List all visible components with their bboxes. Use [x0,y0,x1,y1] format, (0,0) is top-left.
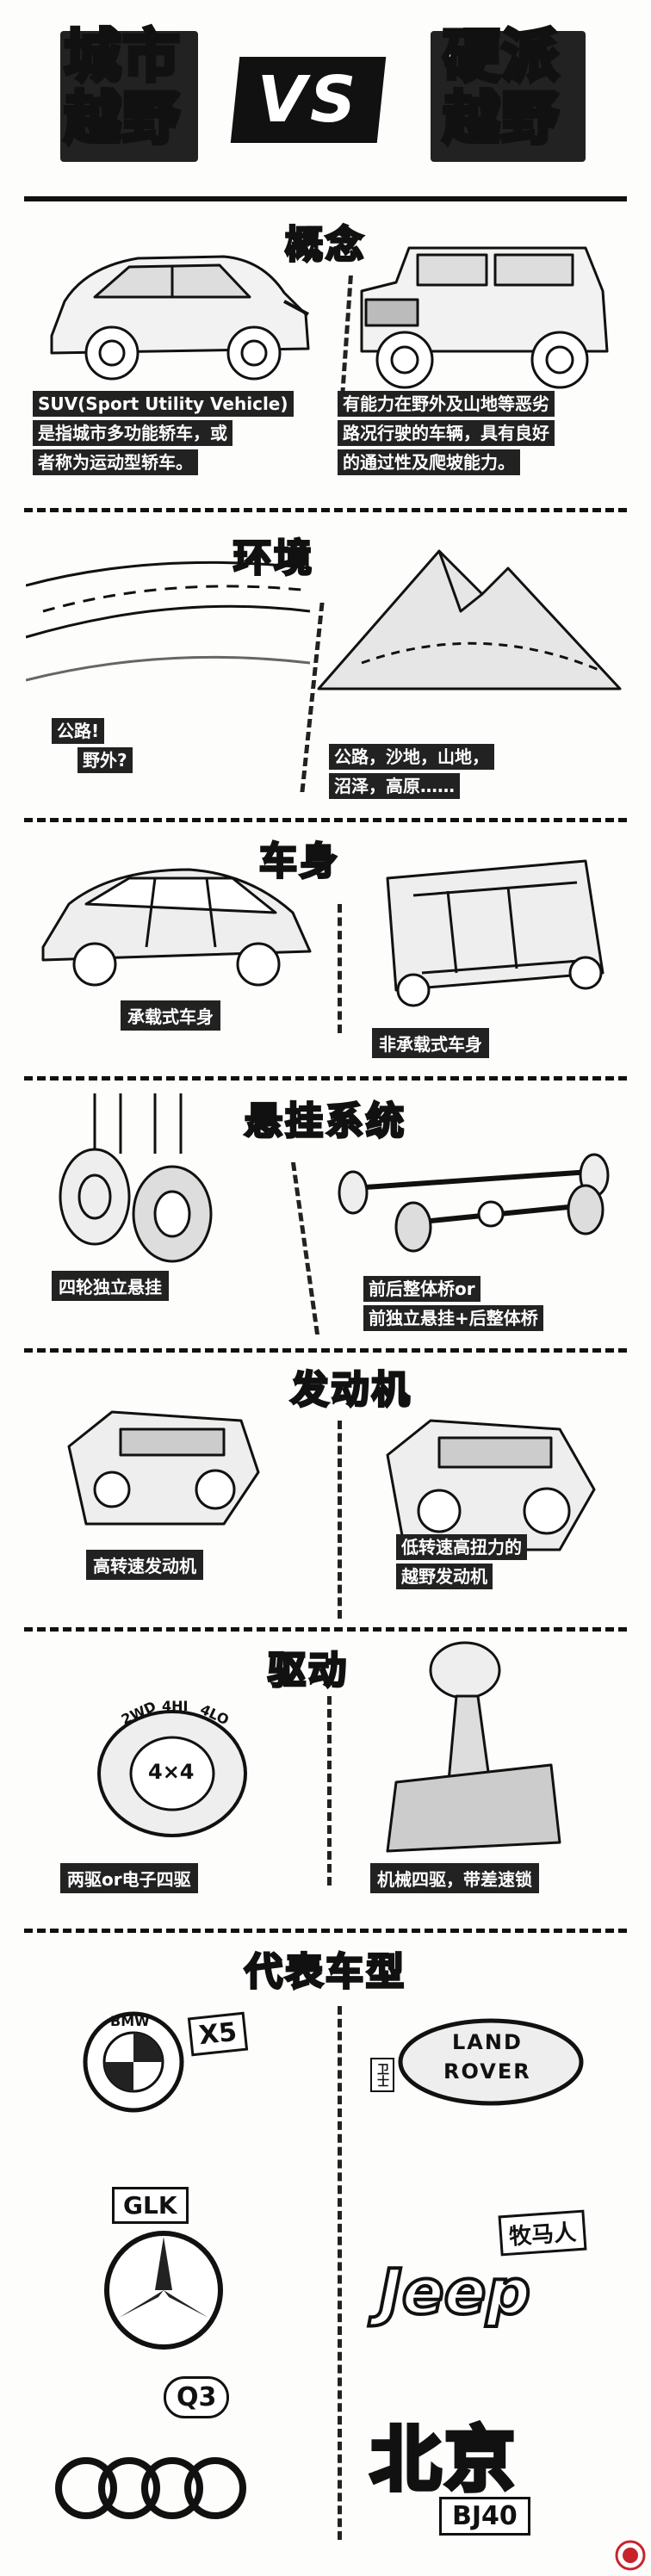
environment-left-line1: 公路! [52,718,105,744]
suspension-center-dash [290,1162,320,1334]
bmw-logo-text: BMW [110,2013,150,2029]
engine-left-label: 高转速发动机 [86,1550,203,1580]
land-rover-word2: ROVER [443,2059,531,2084]
suspension-right-line2: 前独立悬挂+后整体桥 [363,1305,543,1331]
header-divider [24,196,627,201]
jeep-logo-text: Jeep [377,2254,532,2330]
engine-right-line1: 低转速高扭力的 [396,1534,527,1560]
section-title-suspension: 悬挂系统 [244,1099,406,1145]
header-left-bottom: 越野 [62,85,182,152]
audi-model: Q3 [164,2376,230,2418]
divider-6 [24,1929,627,1933]
beijing-bj40-sign: 北京 BJ40 [362,2393,611,2557]
jeep-sign: 牧马人 Jeep [370,2209,611,2350]
knob-4hi: 4HI [162,1698,189,1714]
divider-2 [24,818,627,822]
drive-right-label: 机械四驱，带差速锁 [370,1863,539,1893]
jeep-model: 牧马人 [498,2209,587,2257]
concept-left-line2: 是指城市多功能轿车，或 [33,420,232,446]
header-left-top: 城市 [62,23,182,90]
environment-right-line2: 沼泽，高原…… [329,773,460,799]
engine-center-dash [338,1421,342,1619]
models-center-dash [338,2006,342,2540]
suspension-right-line1: 前后整体桥or [363,1276,480,1302]
gear-shifter-illustration [386,1641,561,1853]
section-title-concept: 概念 [284,222,366,269]
section-title-engine: 发动机 [289,1367,412,1414]
vs-text: VS [257,63,360,137]
suv-car-illustration [50,255,310,381]
land-rover-model: 卫士 [370,2058,394,2092]
body-right-label: 非承载式车身 [372,1028,489,1058]
drive-center-dash [327,1696,332,1886]
mercedes-glk-sign: GLK [78,2187,267,2359]
audi-q3-sign: Q3 [52,2376,276,2548]
knob-center: 4×4 [148,1760,195,1784]
concept-right-text: 有能力在野外及山地等恶劣 路况行驶的车辆，具有良好 的通过性及爬坡能力。 [338,389,630,477]
section-title-models: 代表车型 [244,1949,406,1996]
header-left-shadow [60,31,198,162]
engine-right-text: 低转速高扭力的 越野发动机 [396,1533,527,1591]
drive-knob: 2WD 4HI 4LO 4×4 [86,1687,258,1842]
divider-5 [24,1627,627,1632]
header-right-bottom: 越野 [441,85,561,152]
header: 城市 越野 VS 硬派 越野 [0,0,651,181]
offroad-engine-illustration [386,1419,596,1551]
environment-right-text: 公路，沙地，山地， 沼泽，高原…… [329,742,494,801]
section-title-drive: 驱动 [267,1648,349,1694]
body-center-dash [338,904,342,1033]
body-left-label: 承载式车身 [121,1000,220,1031]
land-rover-word1: LAND [452,2030,523,2054]
concept-right-line2: 路况行驶的车辆，具有良好 [338,420,555,446]
header-right-top: 硬派 [441,23,561,90]
concept-right-line1: 有能力在野外及山地等恶劣 [338,391,555,417]
drive-left-label: 两驱or电子四驱 [60,1863,198,1893]
divider-1 [24,508,627,512]
concept-left-line3: 者称为运动型轿车。 [33,449,198,475]
bmw-x5-sign: BMW X5 [78,1997,250,2127]
environment-left-line2: 野外? [78,747,133,773]
concept-left-text: SUV(Sport Utility Vehicle) 是指城市多功能轿车，或 者… [33,389,317,477]
road-illustration [26,560,311,682]
independent-suspension-illustration [59,1093,213,1263]
header-right-shadow [431,31,586,162]
beijing-logo-text: 北京 [368,2418,519,2504]
unibody-frame-illustration [41,868,312,987]
divider-3 [24,1076,627,1081]
environment-right-line1: 公路，沙地，山地， [329,744,494,770]
suspension-left-label: 四轮独立悬挂 [52,1271,169,1301]
benz-model: GLK [112,2187,189,2224]
seal-stamp-icon [615,2540,646,2571]
suspension-right-text: 前后整体桥or 前独立悬挂+后整体桥 [363,1274,543,1333]
beijing-model: BJ40 [439,2497,530,2536]
engine-right-line2: 越野发动机 [396,1564,493,1589]
ladder-frame-illustration [386,859,604,1007]
concept-right-line3: 的通过性及爬坡能力。 [338,449,520,475]
section-title-body: 车身 [258,839,340,885]
divider-4 [24,1348,627,1353]
solid-axle-illustration [338,1153,610,1253]
high-rpm-engine-illustration [67,1410,260,1526]
bmw-model: X5 [187,2011,249,2057]
offroad-jeep-illustration [360,246,609,389]
concept-left-line1: SUV(Sport Utility Vehicle) [33,391,294,417]
mountain-illustration [317,549,622,690]
land-rover-sign: LAND ROVER 卫士 [370,2015,594,2118]
environment-left-text: 公路! 野外? [52,716,133,775]
section-title-environment: 环境 [232,536,314,582]
